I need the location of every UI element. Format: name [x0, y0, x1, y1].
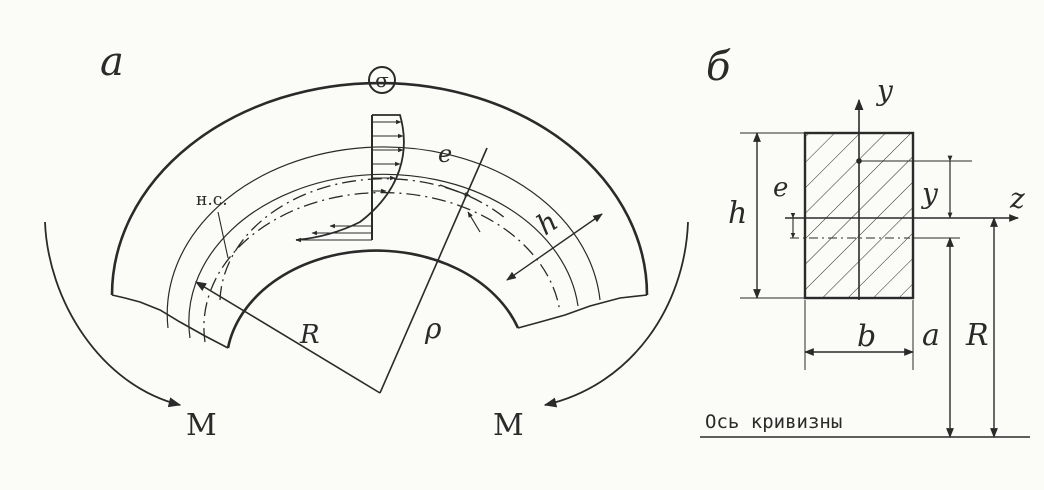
a-label: a	[922, 318, 940, 353]
moment-arrow-right	[543, 221, 689, 408]
curvature-axis-label: Ось кривизны	[705, 411, 842, 433]
centroid-line	[219, 178, 506, 301]
R-label: R	[299, 320, 320, 350]
curved-beam	[110, 81, 649, 349]
panel-a: а σ	[44, 39, 689, 443]
y-dimension-label: y	[920, 177, 939, 210]
stress-arrows	[295, 119, 404, 243]
radius-rho-line	[379, 147, 488, 394]
moment-label-right: M	[493, 408, 524, 443]
sigma-symbol: σ	[375, 68, 389, 92]
neutral-layer-leader	[217, 211, 229, 259]
h-dimension-a	[506, 213, 603, 281]
z-axis-label: z	[1009, 182, 1025, 215]
h-label-b: h	[728, 196, 747, 231]
e-label-b: e	[773, 173, 788, 203]
left-broken-end	[111, 294, 229, 349]
e-arrow-top	[439, 184, 471, 197]
panel-a-label: а	[100, 39, 124, 85]
sigma-circle	[368, 66, 396, 94]
radius-R-line	[195, 281, 381, 394]
e-arrow-bottom	[467, 211, 481, 233]
stress-curve	[295, 114, 405, 241]
R-label-b: R	[965, 318, 989, 353]
h-label-a: h	[530, 204, 563, 241]
moment-label-left: M	[186, 408, 217, 443]
moment-arrow-left	[44, 221, 182, 408]
rho-label: ρ	[424, 312, 442, 345]
b-label: b	[857, 319, 876, 354]
neutral-layer-label: н.с.	[196, 190, 228, 210]
panel-b-label: б	[706, 44, 731, 90]
stress-diagram: σ	[295, 66, 405, 243]
outer-arc	[110, 81, 649, 296]
inner-arc	[226, 249, 520, 349]
e-label-a: e	[438, 140, 452, 168]
y-axis-label: y	[875, 74, 894, 107]
right-broken-end	[517, 294, 648, 329]
panel-b: б y z h e y b Ось кривизны	[700, 44, 1030, 438]
